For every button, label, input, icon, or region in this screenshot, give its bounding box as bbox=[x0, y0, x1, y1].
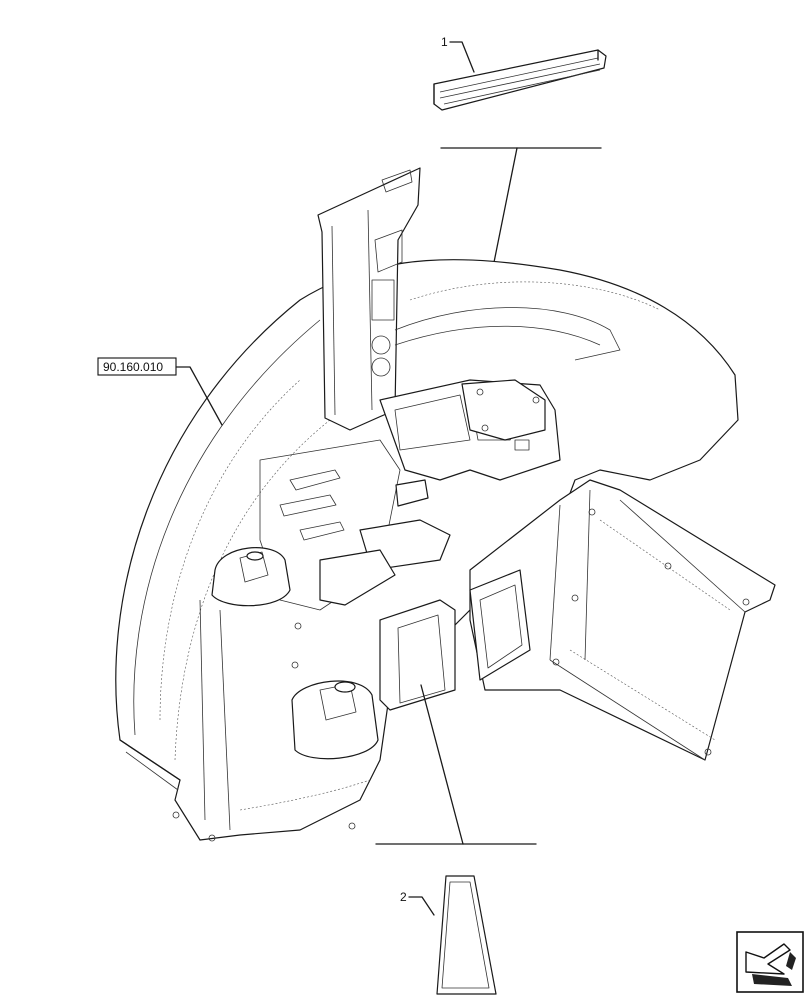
callout-1-label: 1 bbox=[441, 35, 448, 49]
callout-2-label: 2 bbox=[400, 890, 407, 904]
leader-part-2 bbox=[375, 684, 537, 845]
cab-interior bbox=[115, 167, 776, 842]
callout-1: 1 bbox=[441, 35, 475, 73]
part-2-cover bbox=[436, 875, 497, 995]
reference-label[interactable]: 90.160.010 bbox=[97, 357, 223, 426]
reference-code: 90.160.010 bbox=[103, 360, 163, 374]
part-1-filter bbox=[433, 49, 607, 111]
next-page-arrow-icon[interactable] bbox=[736, 931, 804, 993]
callout-2: 2 bbox=[400, 890, 435, 916]
